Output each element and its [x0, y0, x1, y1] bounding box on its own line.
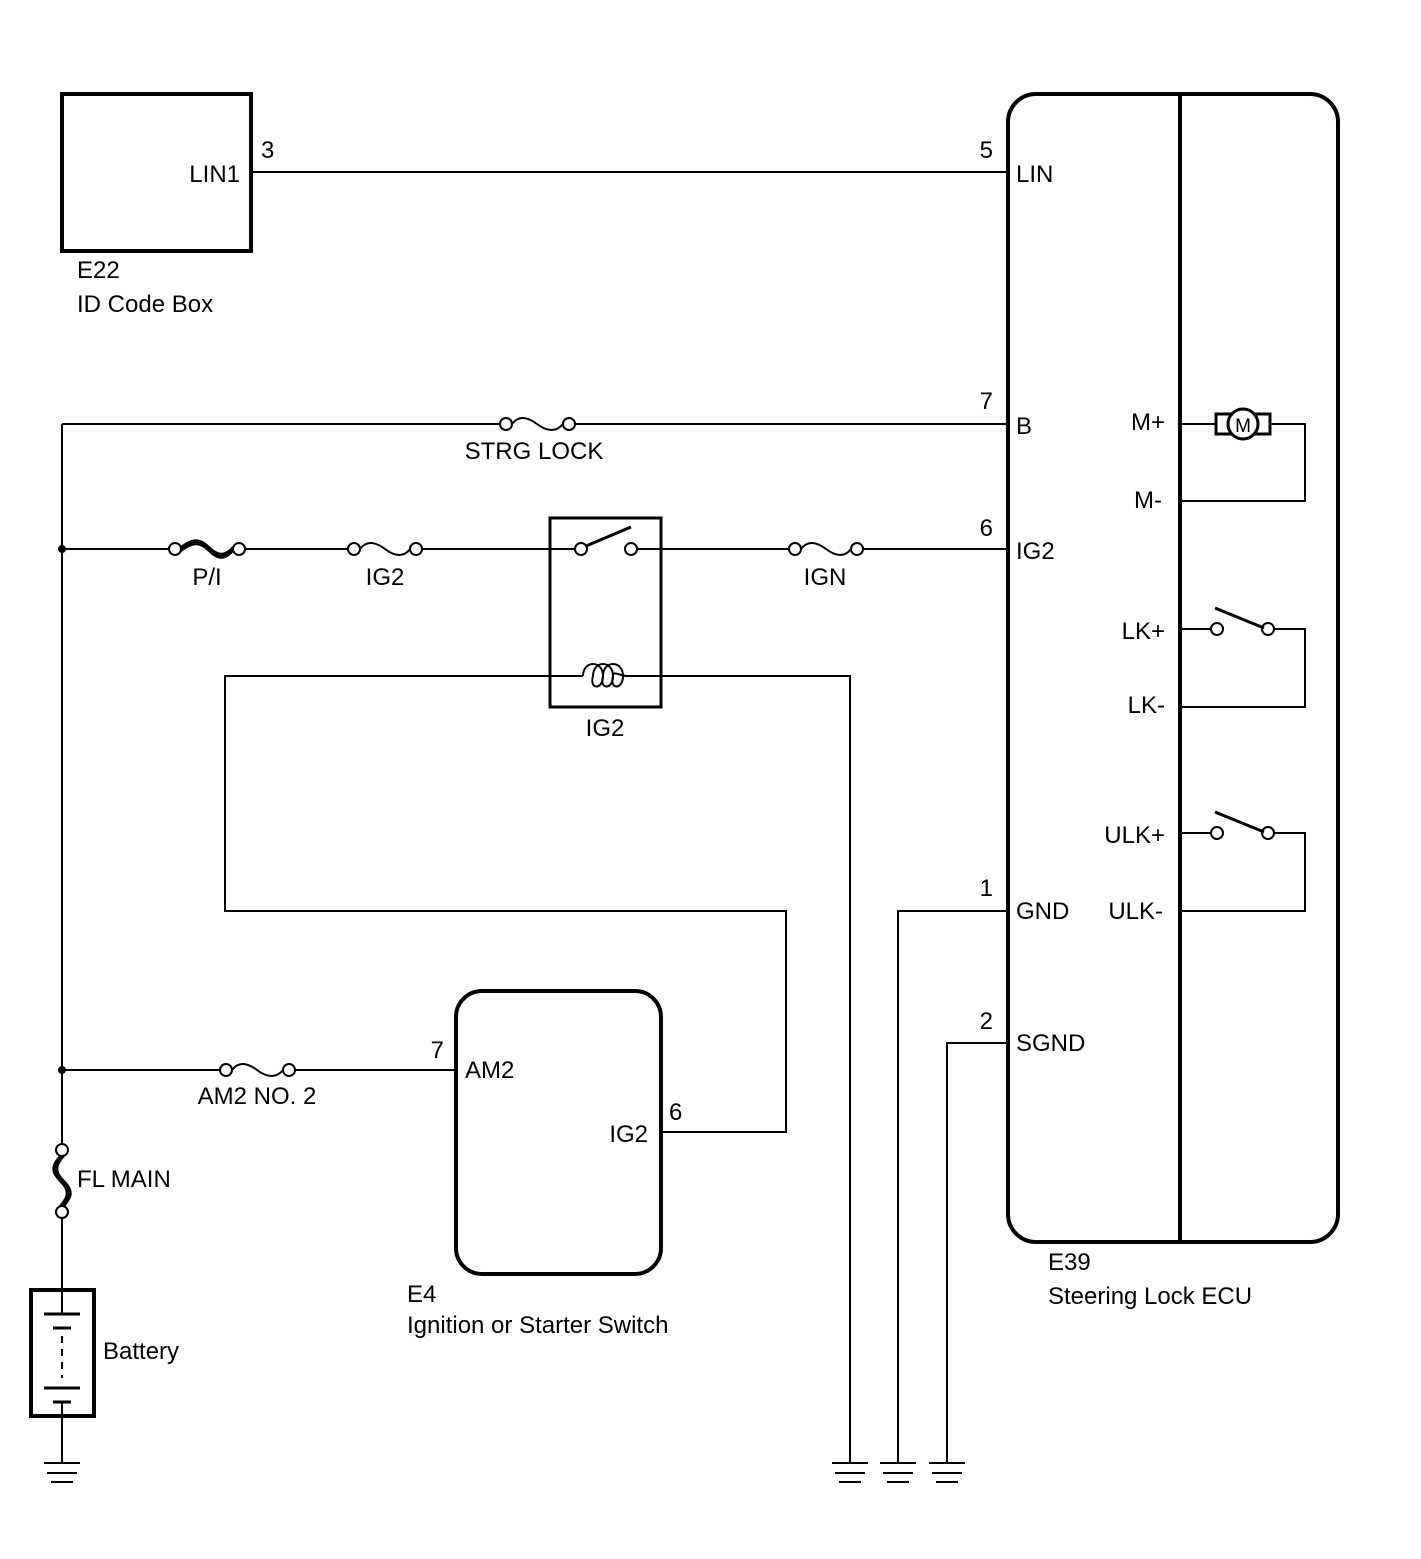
ig2-circuit: P/I IG2 IGN	[62, 539, 1008, 591]
strg-lock-fuse-icon	[499, 417, 576, 431]
steering-lock-ecu: LIN 5 B 7 IG2 6 GND 1 SGND 2 M+ M- M LK+…	[980, 92, 1340, 1310]
id-code-box-pin-number: 3	[261, 137, 274, 164]
ignition-switch-name: Ignition or Starter Switch	[407, 1312, 668, 1339]
id-code-box-pin-label: LIN1	[189, 161, 240, 188]
sgnd-wire	[946, 1042, 1008, 1462]
id-code-box-name: ID Code Box	[77, 291, 213, 318]
relay-coil-icon	[550, 663, 661, 688]
ecu-pin-ig2-number: 6	[980, 515, 993, 542]
lock-minus-label: LK-	[1128, 692, 1165, 719]
ecu-pin-b-label: B	[1016, 413, 1032, 440]
ecu-pin-b-number: 7	[980, 388, 993, 415]
lock-switch-icon	[1180, 606, 1306, 708]
ig2-relay: IG2	[548, 516, 663, 742]
ecu-pin-gnd-label: GND	[1016, 898, 1069, 925]
ig2-fuse-label: IG2	[366, 564, 405, 591]
ground-icon	[929, 1462, 965, 1483]
unlock-plus-label: ULK+	[1104, 822, 1165, 849]
gnd-wire	[897, 910, 1008, 1462]
ignition-switch-outline	[454, 989, 663, 1276]
battery-label: Battery	[103, 1338, 179, 1365]
ecu-pin-gnd-number: 1	[980, 875, 993, 902]
ign-fuse-icon	[788, 542, 864, 556]
unlock-minus-label: ULK-	[1108, 898, 1163, 925]
ignition-pin-ig2-label: IG2	[609, 1121, 648, 1148]
ecu-outline	[1006, 92, 1340, 1244]
id-code-box-code: E22	[77, 257, 120, 284]
pi-fusible-link-icon	[168, 539, 246, 559]
pi-fuse-label: P/I	[192, 564, 221, 591]
relay-label: IG2	[586, 715, 625, 742]
battery-icon	[29, 1288, 96, 1418]
ecu-pin-lin-number: 5	[980, 137, 993, 164]
ignition-pin-am2-number: 7	[431, 1037, 444, 1064]
relay-coil-feed-wire	[224, 675, 787, 1133]
motor-minus-label: M-	[1134, 487, 1162, 514]
fl-main-label: FL MAIN	[77, 1166, 171, 1193]
ecu-pin-sgnd-label: SGND	[1016, 1030, 1085, 1057]
ign-fuse-label: IGN	[804, 564, 847, 591]
ecu-pin-lin-label: LIN	[1016, 161, 1053, 188]
strg-lock-fuse-label: STRG LOCK	[465, 438, 604, 465]
ground-icon	[880, 1462, 916, 1483]
ignition-pin-am2-label: AM2	[465, 1057, 514, 1084]
am2-no2-fuse-icon	[219, 1063, 296, 1077]
ecu-name: Steering Lock ECU	[1048, 1283, 1252, 1310]
ecu-code: E39	[1048, 1249, 1091, 1276]
relay-outline	[548, 516, 663, 709]
ignition-switch: AM2 7 IG2 6 E4 Ignition or Starter Switc…	[407, 989, 682, 1339]
fl-main-fusible-link-icon	[52, 1143, 72, 1219]
ig2-fuse-icon	[347, 542, 423, 556]
relay-contact-icon	[550, 525, 661, 556]
am2-no2-fuse-label: AM2 NO. 2	[198, 1083, 317, 1110]
ground-icon	[832, 1462, 868, 1483]
ecu-pin-sgnd-number: 2	[980, 1008, 993, 1035]
motor-icon: M	[1214, 407, 1272, 441]
id-code-box: LIN1 3 E22 ID Code Box	[60, 92, 274, 318]
motor-plus-label: M+	[1131, 409, 1165, 436]
relay-coil-ground-wire	[661, 675, 851, 1462]
lock-plus-label: LK+	[1122, 618, 1165, 645]
motor-symbol: M	[1235, 416, 1251, 437]
b-circuit: STRG LOCK	[62, 417, 1008, 465]
unlock-switch-icon	[1180, 810, 1306, 912]
ignition-switch-code: E4	[407, 1281, 436, 1308]
am2-circuit: AM2 NO. 2	[62, 1063, 456, 1110]
ignition-pin-ig2-number: 6	[669, 1099, 682, 1126]
ecu-pin-ig2-label: IG2	[1016, 538, 1055, 565]
ground-icon	[44, 1462, 80, 1483]
